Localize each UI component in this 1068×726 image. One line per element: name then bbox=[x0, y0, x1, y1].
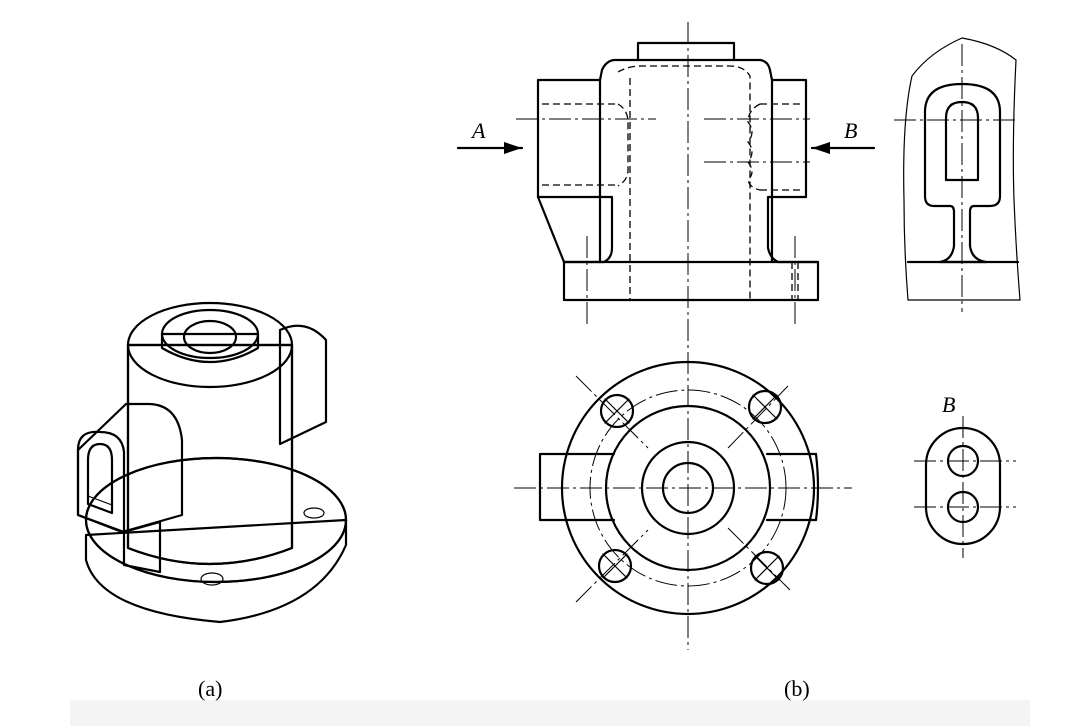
view-label-a: A bbox=[470, 118, 486, 143]
side-view-break-line bbox=[903, 37, 1021, 301]
top-bolt-hole-4 bbox=[749, 550, 785, 586]
iso-base-flange bbox=[84, 518, 348, 624]
iso-lug-slot bbox=[86, 442, 114, 515]
top-bolt-hole-1 bbox=[599, 393, 635, 429]
top-left-lug bbox=[538, 452, 616, 522]
iso-base-hole-front bbox=[200, 572, 224, 586]
view-b-title: B bbox=[942, 392, 955, 417]
iso-top-boss bbox=[160, 332, 260, 363]
iso-right-lug bbox=[278, 324, 328, 446]
arrow-b-head bbox=[812, 142, 830, 154]
iso-left-lug-face bbox=[76, 430, 126, 534]
arrow-a-head bbox=[504, 142, 522, 154]
iso-lug-web bbox=[122, 520, 162, 574]
side-view bbox=[894, 37, 1021, 312]
bottom-strip bbox=[70, 700, 1030, 726]
top-right-lug bbox=[765, 452, 818, 522]
isometric-view bbox=[76, 301, 348, 624]
top-view bbox=[514, 360, 852, 616]
side-lug-outline bbox=[923, 82, 1002, 264]
iso-lug-slot-shade bbox=[87, 495, 113, 514]
caption-part-a: (a) bbox=[198, 676, 222, 701]
iso-left-lug bbox=[76, 402, 184, 534]
top-bolt-hole-2 bbox=[747, 389, 783, 425]
iso-bore bbox=[182, 319, 238, 355]
view-label-b: B bbox=[844, 118, 857, 143]
iso-cylinder-top bbox=[126, 301, 294, 389]
front-view-outline bbox=[536, 41, 820, 302]
side-lug-slot bbox=[944, 100, 980, 182]
auxiliary-view-b: B bbox=[914, 392, 1016, 558]
iso-base-hole-right bbox=[303, 507, 325, 519]
caption-part-b: (b) bbox=[784, 676, 810, 701]
top-bolt-hole-3 bbox=[597, 548, 633, 584]
front-view: A B bbox=[456, 22, 876, 650]
